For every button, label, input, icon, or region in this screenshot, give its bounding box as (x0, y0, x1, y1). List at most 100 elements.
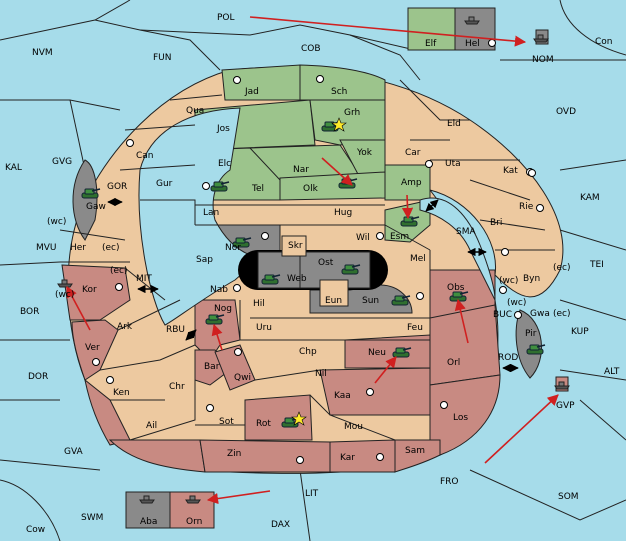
land-label-zin: Zin (227, 449, 241, 459)
land-label-bar: Bar (204, 362, 220, 372)
land-label-yok: Yok (356, 148, 373, 158)
land-label-ail: Ail (146, 421, 157, 431)
region-ost[interactable] (299, 251, 371, 289)
land-label-elc: Elc (218, 159, 231, 169)
tank-icon[interactable] (81, 188, 101, 199)
land-label-eun: Eun (325, 296, 342, 306)
sea-label-dor: DOR (28, 372, 48, 382)
region-ver[interactable] (71, 319, 119, 381)
region-eun[interactable] (319, 279, 349, 307)
land-label-kar: Kar (340, 453, 355, 463)
tank-icon[interactable] (391, 295, 411, 306)
land-label-gwa: Gwa (530, 309, 550, 319)
box-label-hel: Hel (465, 39, 480, 49)
sea-label-gvp: GVP (556, 401, 575, 411)
sea-label-dax: DAX (271, 520, 290, 530)
land-label-rie: Rie (519, 202, 534, 212)
land-label-byn: Byn (523, 274, 540, 284)
region-sch[interactable] (299, 64, 386, 101)
region-rot[interactable] (244, 394, 313, 441)
sea-label-gor: GOR (107, 182, 127, 192)
land-label-nil: Nil (315, 369, 327, 379)
land-labels: Jad Sch Qua Grh Eld Jos Can Yok Car Uta … (47, 87, 571, 463)
land-label-nor: Nor (225, 243, 241, 253)
supply-centers (92, 39, 544, 464)
region-orl[interactable] (429, 304, 501, 386)
land-label-web: Web (287, 274, 307, 284)
move-orders (66, 16, 559, 505)
tank-icon[interactable] (210, 181, 230, 192)
tank-icon[interactable] (449, 291, 469, 302)
land-label-kaa: Kaa (334, 391, 351, 401)
sea-label-sma: SMA (456, 227, 476, 237)
sea-label-lit: LIT (305, 489, 319, 499)
sea-label-cow: Cow (26, 525, 45, 535)
sea-label-mit: MIT (136, 274, 152, 284)
inner-lake-west (138, 107, 262, 326)
land-label-nar: Nar (293, 165, 309, 175)
land-label-lan: Lan (203, 208, 219, 218)
land-label-her: Her (70, 243, 86, 253)
land-label-ver: Ver (85, 343, 100, 353)
land-label-ark: Ark (117, 322, 133, 332)
tank-icon[interactable] (205, 314, 225, 325)
tank-icon[interactable] (526, 344, 546, 355)
region-pir[interactable] (515, 309, 542, 379)
sea-labels: POL NVM FUN COB Con NOM OVD KAL GVG GOR … (5, 13, 620, 535)
land-label-skr: Skr (288, 241, 303, 251)
land-label-orl: Orl (447, 358, 460, 368)
tank-icon[interactable] (400, 216, 420, 227)
land-label-ec-3: (ec) (553, 263, 571, 273)
land-label-qua: Qua (186, 106, 204, 116)
land-label-nab: Nab (210, 285, 228, 295)
land-label-kor: Kor (82, 285, 97, 295)
sea-label-pol: POL (217, 13, 235, 23)
land-label-sch: Sch (331, 87, 347, 97)
land-label-ec-1: (ec) (102, 243, 120, 253)
land-label-gaw: Gaw (86, 202, 106, 212)
land-label-bri: Bri (490, 218, 502, 228)
sea-label-kup: KUP (571, 327, 589, 337)
land-label-wc-3: (wc) (55, 290, 74, 300)
region-grh[interactable] (309, 99, 386, 146)
sea-label-buc: BUC (493, 310, 512, 320)
tank-icon[interactable] (341, 264, 361, 275)
sea-label-nom: NOM (532, 55, 554, 65)
land-label-uru: Uru (256, 323, 272, 333)
sea-label-rbu: RBU (166, 325, 185, 335)
region-kor[interactable] (61, 264, 131, 321)
land-label-uta: Uta (445, 159, 461, 169)
sea-label-rod: ROD (498, 353, 518, 363)
tank-icon[interactable] (392, 347, 412, 358)
region-jad[interactable] (221, 64, 301, 101)
box-labels: Elf Hel Aba Orn (140, 39, 480, 527)
sea-label-tei: TEI (589, 260, 604, 270)
land-label-wc-1: (wc) (47, 217, 66, 227)
region-zin-2[interactable] (199, 439, 331, 473)
land-label-sot: Sot (219, 417, 234, 427)
land-label-obs: Obs (447, 283, 465, 293)
region-skr[interactable] (281, 235, 307, 257)
land-label-hug: Hug (334, 208, 352, 218)
sea-label-ovd: OVD (556, 107, 576, 117)
sea-label-nvm: NVM (32, 48, 53, 58)
sea-label-som: SOM (558, 492, 579, 502)
land-label-chp: Chp (299, 347, 317, 357)
land-label-kat: Kat (503, 166, 518, 176)
land-label-jad: Jad (244, 87, 259, 97)
land-borders (59, 79, 555, 441)
land-label-neu: Neu (368, 348, 386, 358)
land-label-esm: Esm (390, 232, 409, 242)
land-label-wc-4: (wc) (507, 298, 526, 308)
land-label-mou: Mou (344, 422, 363, 432)
land-label-tel: Tel (251, 184, 264, 194)
land-label-pir: Pir (525, 329, 537, 339)
land-label-hil: Hil (253, 299, 265, 309)
region-gaw[interactable] (72, 159, 98, 241)
region-sam[interactable] (394, 439, 441, 473)
land-label-nog: Nog (214, 304, 232, 314)
land-label-grh: Grh (344, 108, 360, 118)
land-label-eld: Eld (447, 119, 461, 129)
tank-icon[interactable] (261, 274, 281, 285)
